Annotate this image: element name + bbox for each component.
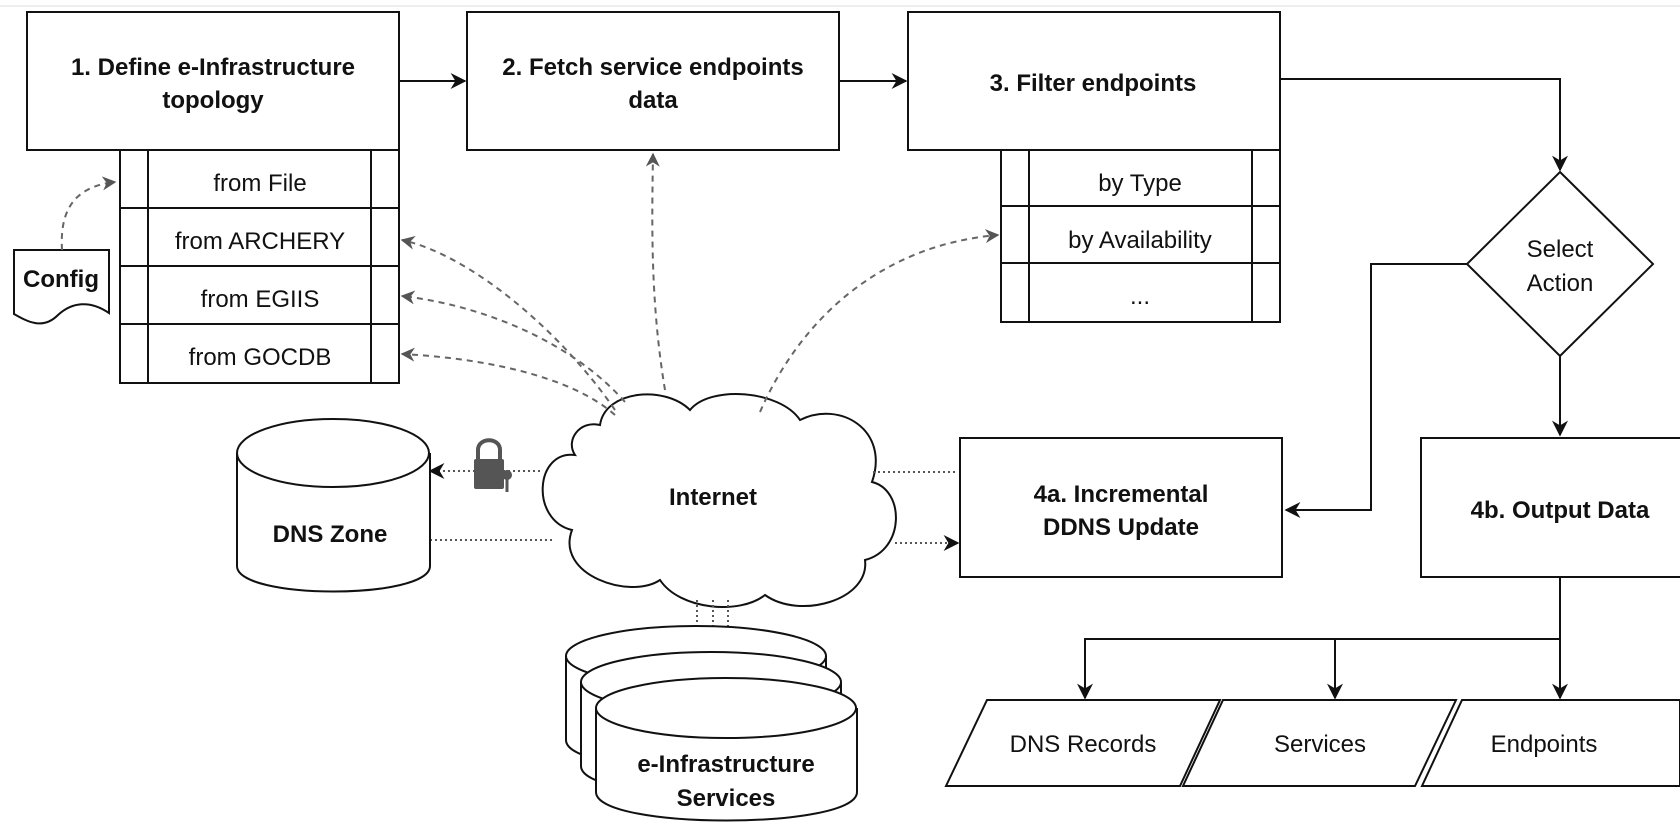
step-4a-title-line2: DDNS Update (1043, 514, 1199, 541)
source-from-archery: from ARCHERY (175, 228, 345, 255)
step-2-fetch-endpoints: 2. Fetch service endpoints data (466, 11, 840, 151)
step-1-define-topology: 1. Define e-Infrastructure topology (26, 11, 400, 151)
step-2-title-line2: data (628, 87, 678, 114)
dns-zone-database: DNS Zone (236, 418, 431, 593)
output-dns-records-label: DNS Records (1010, 731, 1157, 758)
source-from-file: from File (213, 170, 306, 197)
arrow-internet-to-fetch (645, 152, 666, 391)
source-from-egiis: from EGIIS (201, 286, 320, 313)
filter-options-list: by Type by Availability ... (1000, 149, 1281, 323)
arrow-select-to-ddns (1284, 263, 1467, 518)
step-1-title-line2: topology (162, 87, 264, 114)
step-2-title-line1: 2. Fetch service endpoints (502, 54, 803, 81)
topology-sources-list: from File from ARCHERY from EGIIS from G… (119, 149, 400, 384)
arrow-internet-to-gocdb (400, 347, 616, 416)
arrow-output-to-dns-records (1077, 577, 1561, 700)
config-label: Config (23, 266, 99, 293)
services-store-line1: e-Infrastructure (637, 751, 814, 778)
filter-more: ... (1130, 283, 1150, 310)
arrow-internet-to-egiis (400, 290, 626, 403)
cloud-icon: Internet (541, 393, 897, 608)
step-3-title: 3. Filter endpoints (990, 70, 1197, 97)
step-1-title-line1: 1. Define e-Infrastructure (71, 54, 355, 81)
services-store-line2: Services (677, 785, 776, 812)
arrow-config-to-file (60, 176, 117, 251)
dns-zone-label: DNS Zone (273, 521, 388, 548)
filter-by-availability: by Availability (1068, 227, 1212, 254)
lock-key-icon (474, 438, 512, 492)
select-action-line2: Action (1527, 270, 1594, 297)
step-4b-title: 4b. Output Data (1471, 497, 1650, 524)
arrow-internet-to-archery (400, 235, 616, 411)
output-endpoints: Endpoints (1420, 699, 1680, 787)
config-document: Config (13, 249, 110, 325)
internet-label: Internet (669, 484, 757, 511)
source-from-gocdb: from GOCDB (189, 344, 332, 371)
step-4a-ddns-update: 4a. Incremental DDNS Update (959, 437, 1283, 578)
arrow-internet-to-filter (759, 229, 1000, 413)
output-dns-records: DNS Records (944, 699, 1222, 787)
step-3-filter-endpoints: 3. Filter endpoints (907, 11, 1281, 151)
select-action-diamond: Select Action (1465, 170, 1655, 358)
step-4b-output-data: 4b. Output Data (1420, 437, 1680, 578)
step-4a-title-line1: 4a. Incremental (1034, 481, 1209, 508)
output-services-label: Services (1274, 731, 1366, 758)
select-action-line1: Select (1527, 236, 1594, 263)
filter-by-type: by Type (1098, 170, 1182, 197)
output-endpoints-label: Endpoints (1491, 731, 1598, 758)
arrow-3-to-select (1280, 78, 1568, 172)
e-infrastructure-services-database: e-Infrastructure Services (565, 625, 858, 822)
output-services: Services (1181, 699, 1458, 787)
